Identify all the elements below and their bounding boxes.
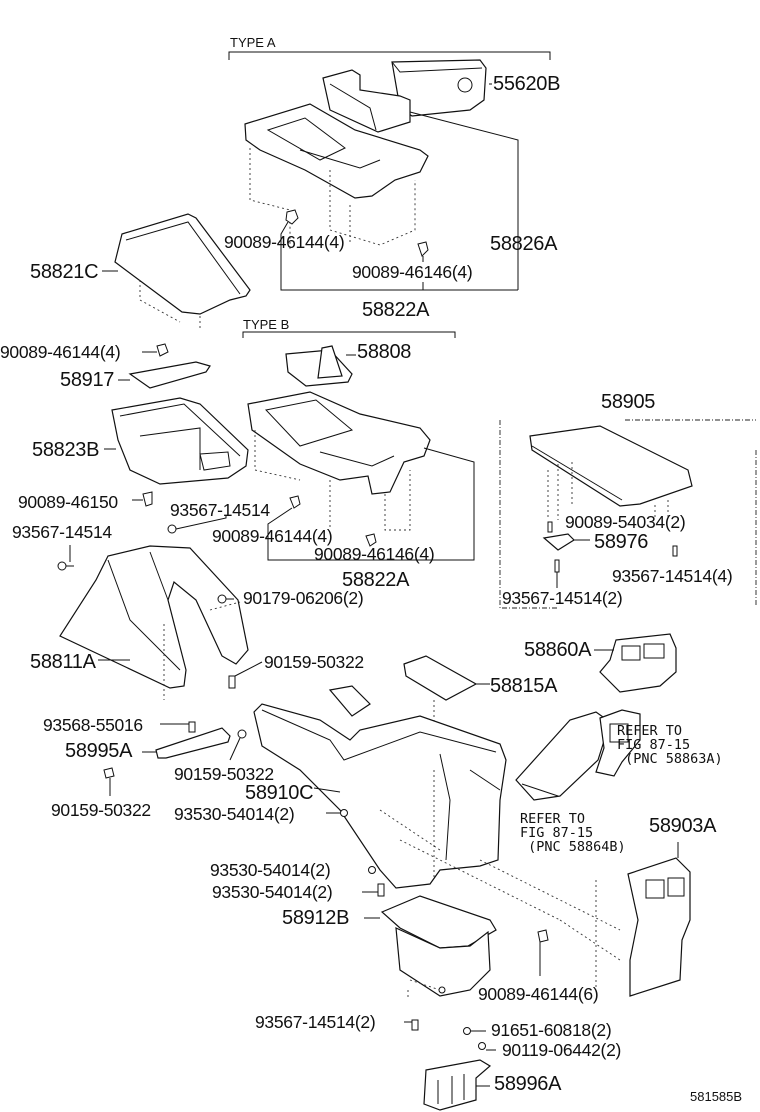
armrest-group-bracket-right: [625, 419, 757, 606]
armrest-group-bracket-left: [499, 420, 558, 609]
reference-note-pnc-58864B[interactable]: REFER TO FIG 87-15 (PNC 58864B): [520, 811, 626, 855]
part-label-90089-46144-type-b[interactable]: 90089-46144(4): [212, 526, 333, 546]
part-label-58905[interactable]: 58905: [601, 391, 656, 413]
clip-90089-46146-type-b: [365, 533, 377, 547]
part-label-58912B[interactable]: 58912B: [282, 907, 350, 929]
part-label-93567-14514-2-bottom[interactable]: 93567-14514(2): [255, 1012, 376, 1032]
vent-58860A: [594, 633, 677, 693]
part-label-58808[interactable]: 58808: [357, 341, 412, 363]
part-label-90089-46150[interactable]: 90089-46150: [18, 492, 118, 512]
part-label-90089-54034[interactable]: 90089-54034(2): [565, 512, 686, 532]
part-label-58815A[interactable]: 58815A: [490, 675, 558, 697]
screw-93530-54014-a: [326, 809, 348, 817]
nut-90179-06206: [217, 594, 234, 604]
part-label-93568-55016[interactable]: 93568-55016: [43, 715, 143, 735]
side-panel-58811A: [59, 545, 249, 700]
armrest-lid-58905: [529, 425, 693, 520]
console-top-type-a: [244, 103, 519, 290]
part-label-58903A[interactable]: 58903A: [649, 815, 717, 837]
figure-code: 581585B: [690, 1089, 743, 1104]
clip-90089-46144-type-b: [267, 495, 371, 561]
tray-58912B: [364, 895, 497, 1000]
part-label-93567-14514-upper[interactable]: 93567-14514: [170, 500, 270, 520]
part-label-93530-54014-a[interactable]: 93530-54014(2): [174, 804, 295, 824]
screw-93530-54014-b: [368, 866, 376, 874]
bolt-91651-60818: [463, 1027, 486, 1035]
type-b-bracket: [242, 331, 456, 338]
plate-58917: [118, 343, 211, 389]
screw-93530-54014-c: [362, 883, 385, 897]
part-label-90089-46146-type-a[interactable]: 90089-46146(4): [352, 262, 473, 282]
part-label-58910C[interactable]: 58910C: [245, 782, 314, 804]
part-label-90119-06442[interactable]: 90119-06442(2): [502, 1040, 622, 1060]
part-label-93530-54014-c[interactable]: 93530-54014(2): [212, 882, 333, 902]
type-a-bracket: [228, 51, 551, 60]
hinge-58976: [542, 521, 678, 588]
part-label-58822A-type-b[interactable]: 58822A: [342, 569, 410, 591]
duct-pnc-58863A: [595, 709, 641, 777]
part-label-93567-14514-2-armrest[interactable]: 93567-14514(2): [502, 588, 623, 608]
clip-90089-46146-type-a: [417, 241, 429, 290]
part-label-55620B[interactable]: 55620B: [493, 73, 561, 95]
insert-tray-type-a: [322, 69, 411, 133]
part-label-91651-60818[interactable]: 91651-60818(2): [491, 1020, 612, 1040]
console-top-type-b: [247, 345, 475, 561]
part-label-58811A[interactable]: 58811A: [30, 651, 96, 673]
part-label-90179-06206[interactable]: 90179-06206(2): [243, 588, 364, 608]
box-58823B: [104, 397, 249, 485]
bracket-58995A: [103, 721, 247, 796]
bolt-90119-06442: [478, 1042, 496, 1051]
console-body-58910C: [253, 685, 621, 931]
clip-90089-46144-6: [537, 929, 549, 976]
part-label-58976[interactable]: 58976: [594, 531, 649, 553]
clip-90089-46144-type-a: [280, 209, 518, 291]
screw-93567-14514-left: [57, 545, 74, 571]
duct-pnc-58864B: [515, 711, 611, 801]
part-label-58917[interactable]: 58917: [60, 369, 115, 391]
screw-93567-14514-bottom: [404, 1019, 419, 1031]
part-label-90089-46144-type-a[interactable]: 90089-46144(4): [224, 232, 345, 252]
part-label-58821C[interactable]: 58821C: [30, 261, 99, 283]
part-label-90089-46146-type-b[interactable]: 90089-46146(4): [314, 544, 435, 564]
part-label-90159-50322-lower[interactable]: 90159-50322: [51, 800, 151, 820]
part-label-90159-50322-right[interactable]: 90159-50322: [174, 764, 274, 784]
screw-93567-14514-upper: [167, 516, 227, 534]
screw-90159-50322-upper: [228, 661, 263, 689]
reference-note-pnc-58863A[interactable]: REFER TO FIG 87-15 (PNC 58863A): [617, 723, 723, 767]
part-label-90089-46144-b[interactable]: 90089-46144(4): [0, 342, 121, 362]
part-label-90159-50322-upper[interactable]: 90159-50322: [264, 652, 364, 672]
part-label-58996A[interactable]: 58996A: [494, 1073, 562, 1095]
type-b-label: TYPE B: [243, 317, 290, 332]
part-label-93567-14514-4[interactable]: 93567-14514(4): [612, 566, 733, 586]
part-label-93567-14514-left[interactable]: 93567-14514: [12, 522, 112, 542]
part-label-58823B[interactable]: 58823B: [32, 439, 100, 461]
clip-90089-46150: [132, 491, 153, 507]
bracket-58996A: [423, 1059, 492, 1111]
part-label-58826A[interactable]: 58826A: [490, 233, 558, 255]
part-label-90089-46144-6[interactable]: 90089-46144(6): [478, 984, 599, 1004]
type-a-label: TYPE A: [230, 35, 276, 50]
part-label-58995A[interactable]: 58995A: [65, 740, 133, 762]
rear-panel-58903A: [559, 842, 691, 997]
part-label-58822A-type-a[interactable]: 58822A: [362, 299, 430, 321]
part-label-93530-54014-b[interactable]: 93530-54014(2): [210, 860, 331, 880]
part-label-58860A[interactable]: 58860A: [524, 639, 592, 661]
panel-58821C: [102, 213, 251, 330]
